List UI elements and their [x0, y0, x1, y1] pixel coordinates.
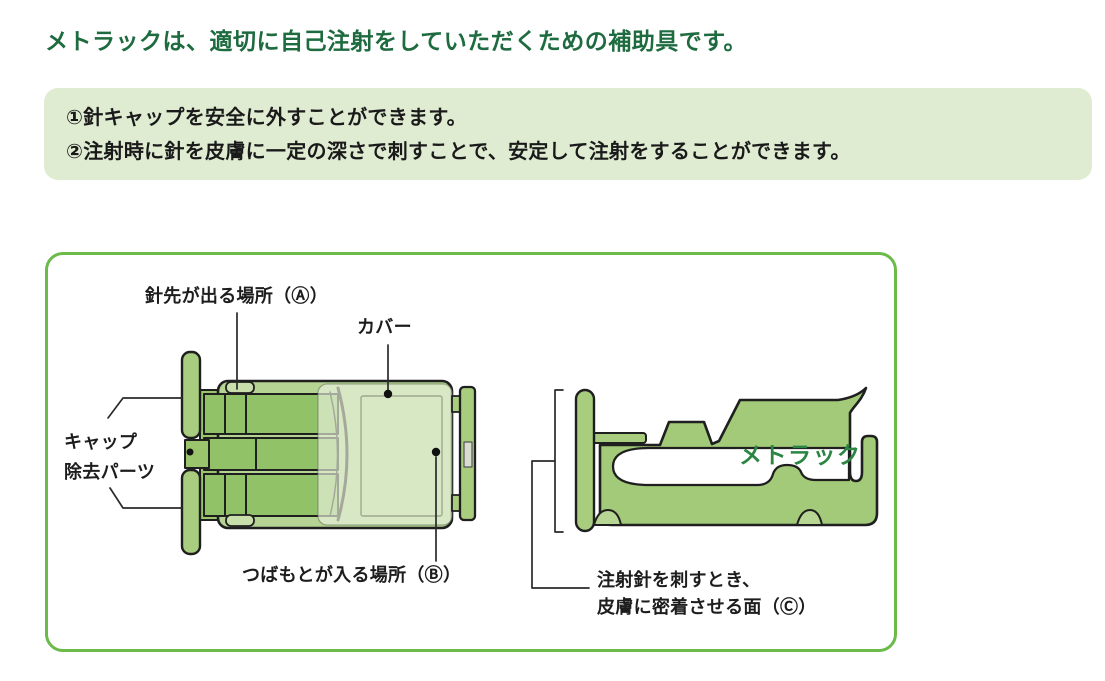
dot-flange	[431, 447, 441, 457]
intro-line-2: ②注射時に針を皮膚に一定の深さで刺すことで、安定して注射をすることができます。	[66, 139, 851, 163]
top-view-end-piece	[451, 385, 477, 522]
device-brand-logo: メトラック	[739, 443, 862, 469]
label-cap-removal-line2: 除去パーツ	[64, 462, 156, 483]
needle-exit-tab-top	[225, 381, 255, 394]
top-view-internal-blocks	[203, 393, 339, 517]
side-view-foot-left	[593, 509, 622, 526]
label-skin-contact-line2: 皮膚に密着させる面（Ⓒ）	[597, 597, 817, 618]
leader-skin-contact	[531, 460, 590, 589]
leader-lines	[107, 312, 590, 589]
leader-cap-removal-bottom	[109, 487, 183, 509]
intro-line-1: ①針キャップを安全に外すことができます。	[66, 105, 467, 129]
bracket-skin-contact	[554, 389, 564, 533]
dot-cap-removal	[186, 448, 194, 456]
cap-removal-bar-top	[180, 350, 202, 440]
side-view-foot-right	[796, 509, 823, 526]
cover-translucent	[317, 383, 453, 526]
leader-dots	[186, 389, 441, 457]
side-view-shelf	[591, 432, 647, 444]
side-view-pen-channel	[611, 446, 851, 487]
intro-box: ①針キャップを安全に外すことができます。 ②注射時に針を皮膚に一定の深さで刺すこ…	[44, 88, 1092, 180]
label-cover: カバー	[357, 317, 412, 338]
skin-contact-bar	[574, 388, 596, 533]
label-needle-exit: 針先が出る場所（Ⓐ）	[145, 286, 328, 307]
label-skin-contact-line1: 注射針を刺すとき、	[597, 570, 761, 591]
cap-removal-bar-bottom	[180, 468, 202, 556]
needle-exit-tab-bottom	[225, 514, 255, 527]
label-flange-slot: つばもとが入る場所（Ⓑ）	[242, 565, 462, 586]
end-piece-window	[463, 441, 473, 468]
page-title: メトラックは、適切に自己注射をしていただくための補助具です。	[45, 29, 748, 55]
leader-cap-removal-top	[107, 397, 183, 419]
top-view-drawing	[180, 350, 477, 556]
flange-chamber-outline	[360, 395, 443, 517]
dot-cover	[383, 389, 393, 399]
label-cap-removal-line1: キャップ	[64, 432, 138, 453]
side-view-drawing	[574, 386, 879, 533]
label-cap-removal: キャップ 除去パーツ	[64, 428, 155, 488]
